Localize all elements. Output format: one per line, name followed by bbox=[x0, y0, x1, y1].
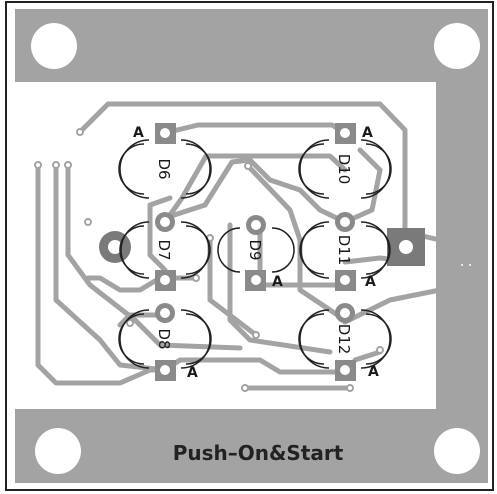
led-D11-designator: D11 bbox=[335, 235, 353, 266]
led-D12-anode-label: A bbox=[368, 364, 379, 380]
mounting-holes bbox=[31, 23, 480, 474]
led-D12: D12 A bbox=[298, 303, 392, 381]
led-D8: D8 A bbox=[118, 303, 212, 381]
led-D9-anode-label: A bbox=[272, 274, 283, 290]
copper-pour bbox=[15, 9, 488, 483]
mounting-hole-bottom-left bbox=[35, 428, 81, 474]
mounting-hole-top-left bbox=[31, 23, 77, 69]
led-D6-designator: D6 bbox=[155, 158, 173, 179]
led-D9-designator: D9 bbox=[246, 239, 264, 260]
led-D10-anode-label: A bbox=[362, 125, 373, 141]
mounting-hole-top-right bbox=[434, 23, 480, 69]
led-D11-anode-label: A bbox=[365, 274, 376, 290]
led-D7: D7 bbox=[119, 221, 211, 291]
mounting-hole-bottom-right bbox=[434, 428, 480, 474]
board-title: Push–On&Start bbox=[173, 441, 344, 465]
led-D8-designator: D8 bbox=[155, 328, 173, 349]
led-D8-anode-label: A bbox=[187, 365, 198, 381]
led-D12-designator: D12 bbox=[335, 324, 353, 355]
led-D10: D10 A bbox=[298, 123, 392, 232]
led-D10-designator: D10 bbox=[335, 154, 353, 185]
led-D9: D9 A bbox=[217, 215, 295, 291]
led-D6: D6 A bbox=[118, 123, 212, 232]
led-D11: D11 A bbox=[299, 221, 391, 291]
led-D7-designator: D7 bbox=[155, 239, 173, 260]
led-D6-anode-label: A bbox=[133, 125, 144, 141]
vias bbox=[34, 128, 473, 392]
